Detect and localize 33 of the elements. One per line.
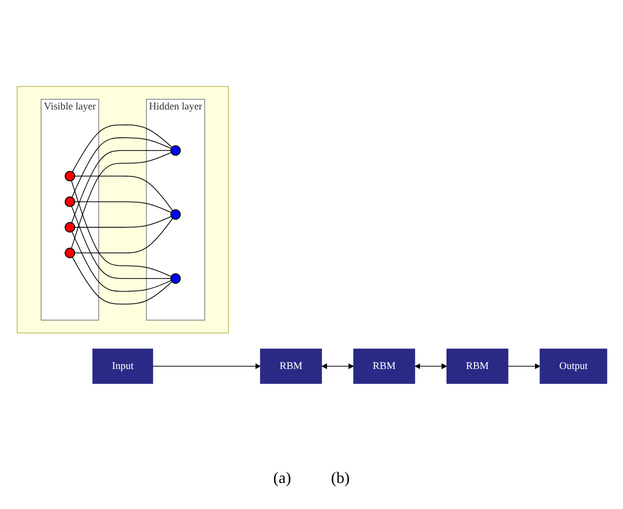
arrow: [321, 363, 354, 370]
node-box: Output: [539, 348, 607, 384]
connector: [74, 176, 173, 212]
cluster: [16, 86, 228, 334]
node-circle: [170, 273, 180, 284]
cluster: Hidden layer: [146, 98, 205, 320]
node-box: RBM: [446, 348, 508, 384]
node-circle: [64, 196, 75, 207]
connector: [71, 231, 172, 292]
connector: [74, 216, 172, 228]
node-box: RBM: [352, 348, 415, 384]
connector: [71, 256, 172, 305]
node-circle: [64, 222, 75, 233]
node-circle: [170, 145, 180, 156]
node-circle: [64, 170, 75, 182]
node-box: Input: [92, 348, 153, 384]
panel-label: (a): [273, 470, 292, 488]
arrow: [507, 363, 540, 370]
connector: [74, 218, 173, 254]
connector: [74, 201, 172, 213]
connector: [70, 152, 172, 249]
arrow: [152, 363, 260, 370]
cluster: Visible layer: [40, 98, 99, 320]
node-box: RBM: [260, 348, 322, 384]
arrow: [414, 363, 447, 370]
connector: [71, 137, 172, 198]
connector: [70, 150, 171, 224]
connector: [70, 206, 171, 279]
node-circle: [170, 209, 180, 220]
connector: [71, 124, 172, 172]
panel-label: (b): [331, 470, 350, 488]
node-circle: [64, 248, 75, 258]
connector: [70, 180, 172, 277]
